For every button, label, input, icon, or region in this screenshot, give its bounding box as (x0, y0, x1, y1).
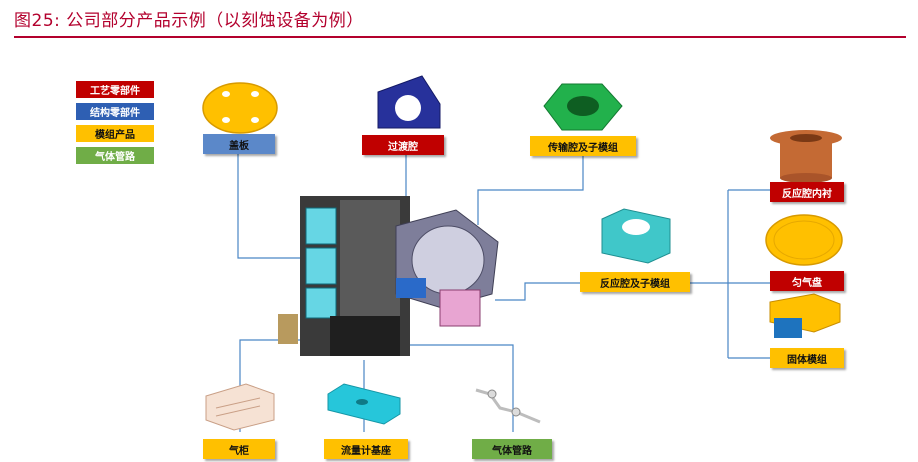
reaction-chamber-image (601, 208, 671, 264)
flowmeter-base-image (327, 383, 401, 425)
label-gas-cabinet: 气柜 (203, 439, 275, 459)
transition-chamber-image (377, 75, 441, 129)
label-gas-lines: 气体管路 (472, 439, 552, 459)
gas-cabinet-image (205, 383, 275, 431)
cover-plate-image (202, 82, 278, 134)
etching-equipment-image (278, 196, 499, 356)
legend-item-module-products: 模组产品 (76, 125, 154, 142)
transfer-chamber-image (543, 83, 623, 131)
label-flowmeter-base: 流量计基座 (324, 439, 408, 459)
line-chuanshuqiang (477, 156, 584, 225)
line-fanyingqiang (495, 282, 580, 301)
label-reaction-chamber-module: 反应腔及子模组 (580, 272, 690, 292)
liner-image (770, 130, 842, 183)
legend-item-gas-lines: 气体管路 (76, 147, 154, 164)
label-transfer-chamber: 传输腔及子模组 (530, 136, 636, 156)
legend-item-structural-parts: 结构零部件 (76, 103, 154, 120)
label-transition-chamber: 过渡腔 (362, 135, 444, 155)
gas-lines-image (475, 388, 541, 424)
showerhead-image (765, 214, 843, 266)
label-cover-plate: 盖板 (203, 134, 275, 154)
line-gaiban (237, 154, 300, 259)
label-solid-module: 固体模组 (770, 348, 844, 368)
legend: 工艺零部件 结构零部件 模组产品 气体管路 (76, 81, 154, 169)
solid-module-image (769, 293, 841, 338)
figure-header: 图25: 公司部分产品示例（以刻蚀设备为例） (14, 11, 364, 31)
line-qiti (400, 344, 514, 432)
label-reaction-chamber-liner: 反应腔内衬 (770, 182, 844, 202)
label-gas-distribution-plate: 匀气盘 (770, 271, 844, 291)
legend-item-process-parts: 工艺零部件 (76, 81, 154, 98)
header-rule (14, 36, 906, 38)
